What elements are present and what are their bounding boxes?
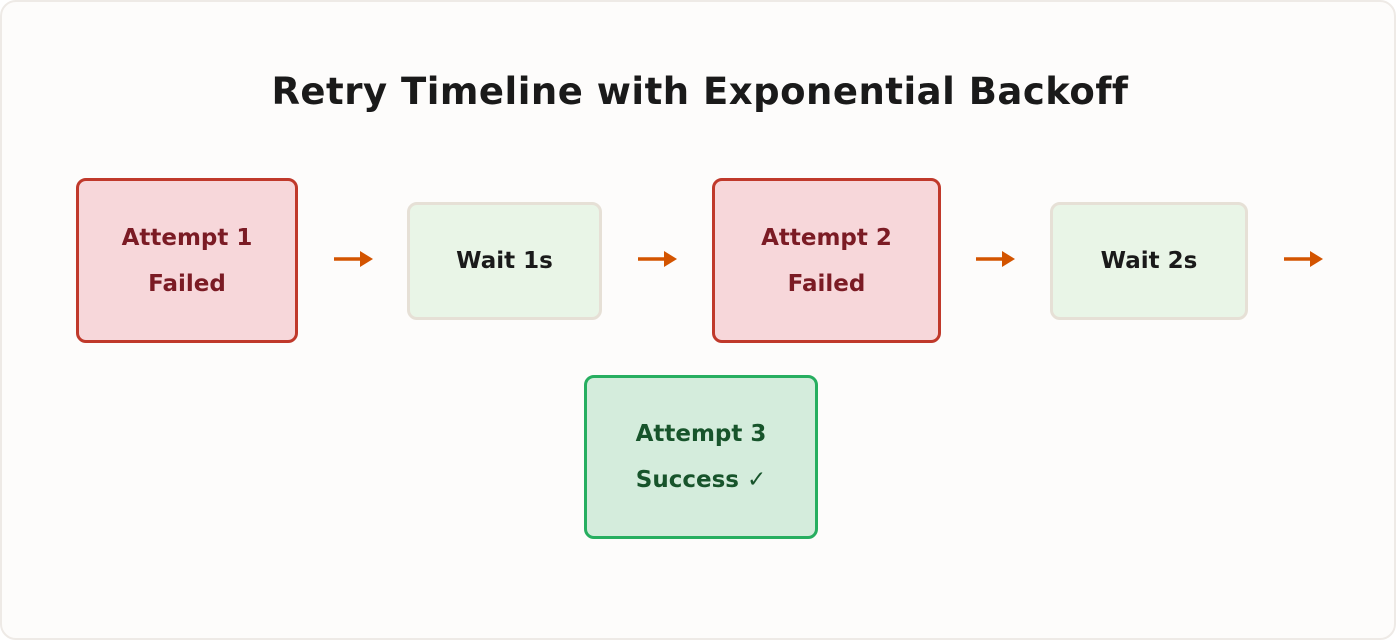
node-attempt-2-label: Attempt 2 [761, 224, 892, 251]
node-attempt-2: Attempt 2 Failed [712, 178, 941, 343]
diagram-title: Retry Timeline with Exponential Backoff [271, 70, 1129, 113]
node-attempt-1-status: Failed [148, 270, 226, 297]
arrow-right-icon [976, 251, 1015, 267]
node-attempt-3: Attempt 3 Success ✓ [584, 375, 818, 539]
node-attempt-1: Attempt 1 Failed [76, 178, 298, 343]
node-attempt-1-label: Attempt 1 [121, 224, 253, 251]
node-wait-1s-label: Wait 1s [456, 248, 553, 274]
arrow-right-icon [1284, 251, 1323, 267]
arrow-right-icon [638, 251, 677, 267]
node-attempt-3-status: Success ✓ [635, 467, 767, 493]
node-wait-2s: Wait 2s [1050, 202, 1248, 320]
arrow-right-icon [334, 251, 373, 267]
node-wait-1s: Wait 1s [407, 202, 602, 320]
node-attempt-3-label: Attempt 3 [635, 421, 767, 447]
node-attempt-2-status: Failed [787, 270, 866, 297]
node-wait-2s-label: Wait 2s [1100, 248, 1198, 274]
